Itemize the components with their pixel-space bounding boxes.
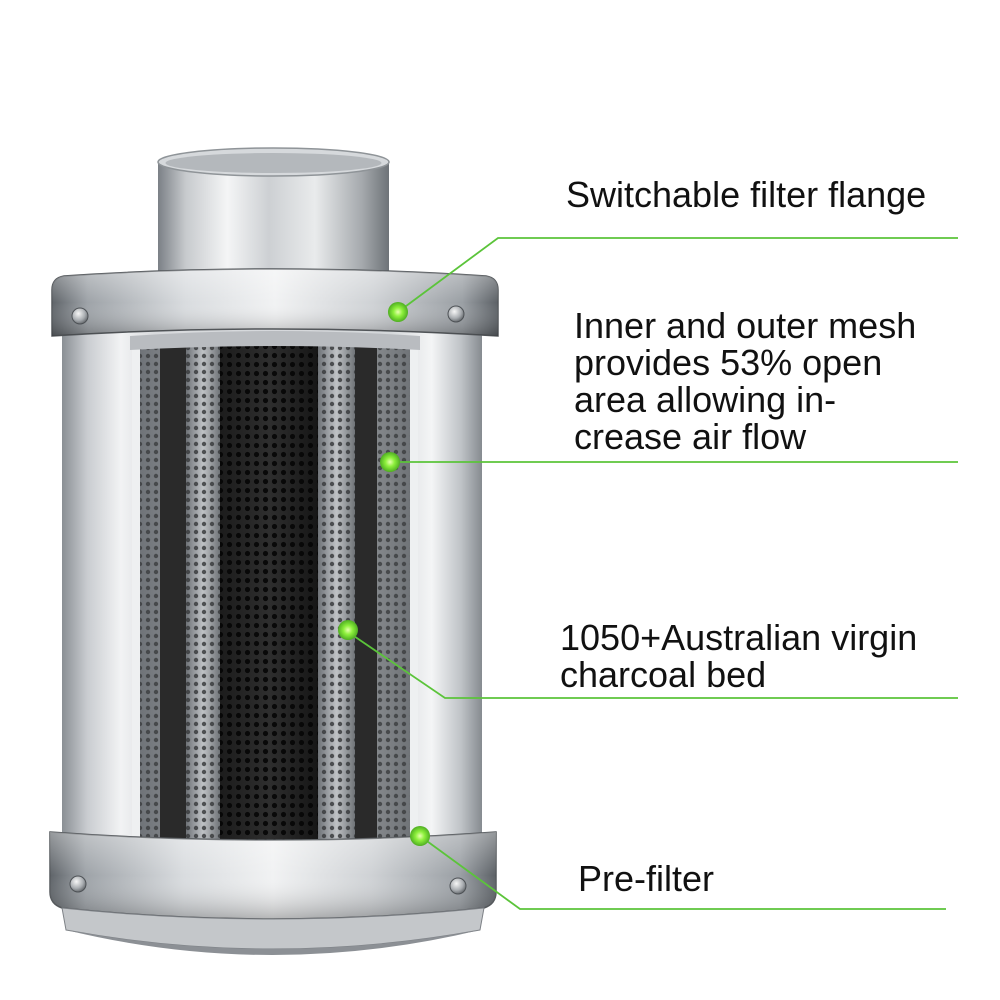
callout-label-mesh: Inner and outer mesh provides 53% open a… [574, 307, 916, 455]
inner-mesh-right-holes [318, 340, 355, 895]
callout-label-charcoal: 1050+Australian virgin charcoal bed [560, 619, 917, 693]
callout-label-prefilter: Pre-filter [578, 860, 714, 897]
screw-icon [71, 307, 89, 325]
bottom-band-shade [50, 832, 496, 919]
inner-mesh-left-holes [186, 340, 220, 895]
callout-text-line: charcoal bed [560, 654, 767, 695]
callout-text-line: Inner and outer mesh [574, 305, 917, 346]
screw-icon [449, 877, 467, 895]
callout-dot-prefilter [410, 826, 430, 846]
callout-dot-mesh [380, 452, 400, 472]
callout-line-flange [397, 237, 958, 313]
prefilter-foam-right [355, 340, 377, 895]
callout-text-line: provides 53% open [574, 342, 883, 383]
flange-opening [165, 153, 382, 173]
callout-text-line: crease air flow [574, 416, 807, 457]
callout-line-charcoal [347, 631, 958, 699]
callout-text-line: Switchable filter flange [566, 174, 927, 215]
screw-icon [447, 305, 465, 323]
top-band-shade [52, 269, 498, 336]
top-band-lip [130, 331, 420, 350]
screw-icon [69, 875, 87, 893]
cut-edge-left [132, 340, 140, 895]
callout-dot-charcoal [338, 620, 358, 640]
prefilter-foam-left [160, 340, 186, 895]
callout-text-line: area allowing in- [574, 379, 837, 420]
cut-edge-right [410, 340, 418, 895]
charcoal-bed-holes [220, 340, 318, 895]
callout-text-line: Pre-filter [578, 858, 715, 899]
callout-label-flange: Switchable filter flange [566, 176, 926, 213]
callout-text-line: 1050+Australian virgin [560, 617, 918, 658]
callout-dot-flange [388, 302, 408, 322]
bottom-cap-rim [66, 930, 480, 955]
callout-line-prefilter [419, 835, 946, 910]
